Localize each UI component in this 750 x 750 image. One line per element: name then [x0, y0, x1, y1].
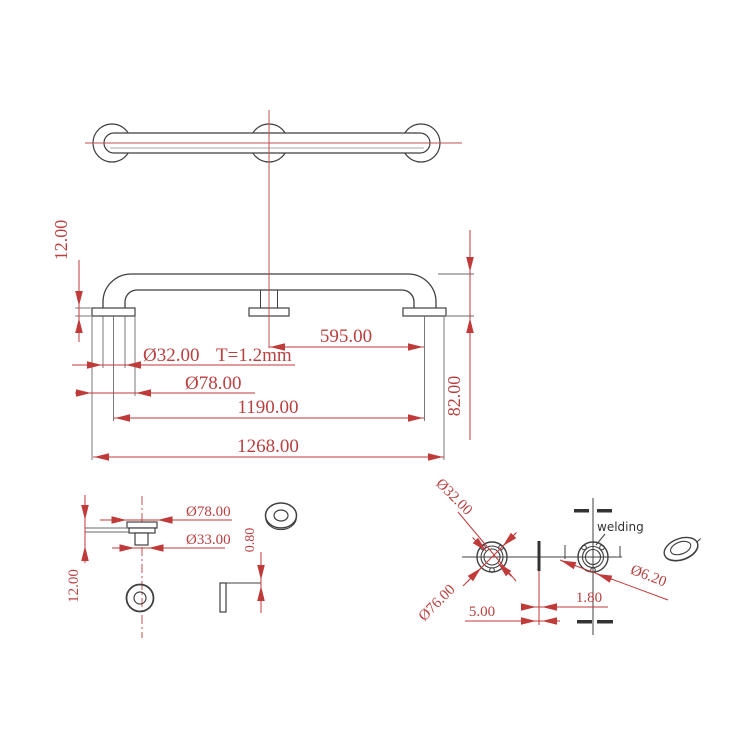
- dim-text-180: 1.80: [576, 590, 602, 606]
- cover-detail-view: 12.00 Ø78.00 Ø33.00: [66, 495, 298, 638]
- dim-text-o78: Ø78.00: [185, 373, 241, 394]
- dim-collar-diameter: Ø33.00: [112, 532, 231, 552]
- washer-inner-circle: [133, 591, 147, 605]
- dim-sheet-thickness: 0.80: [243, 528, 265, 613]
- dim-center-spacing: 595.00: [269, 326, 424, 351]
- section-marker: [574, 509, 589, 513]
- section-marker: [577, 620, 592, 624]
- dim-cover-height: 12.00: [66, 495, 89, 603]
- dim-text-500: 5.00: [469, 604, 495, 620]
- dim-text-080: 0.80: [243, 528, 258, 553]
- dim-text-base-o32: Ø32.00: [432, 476, 475, 519]
- dim-cover-diameter: Ø78.00: [100, 504, 232, 524]
- sheet-side-view: [219, 582, 227, 613]
- section-marker: [597, 620, 613, 624]
- dim-tube-diameter: Ø32.00 T=1.2mm: [72, 345, 295, 369]
- right-flange-plate: [402, 307, 447, 317]
- cover-lip: [128, 527, 156, 534]
- cover-cap: [126, 521, 158, 529]
- dim-overall-length: 1268.00: [93, 436, 444, 461]
- flange-3d-sketch: [663, 536, 701, 562]
- dim-flange-diameter: Ø78.00: [75, 373, 255, 397]
- top-view: [85, 123, 462, 163]
- dim-flange-plate-thickness: 12.00: [51, 220, 83, 342]
- dim-text-595: 595.00: [320, 326, 372, 347]
- left-flange-plate: [91, 307, 136, 317]
- dim-text-12: 12.00: [51, 220, 71, 261]
- dim-text-cover-12: 12.00: [66, 569, 82, 603]
- dim-offset: 5.00: [465, 604, 560, 625]
- dim-text-cover-o78: Ø78.00: [186, 504, 231, 520]
- cover-collar: [134, 532, 149, 546]
- dim-text-o32: Ø32.00: [143, 345, 199, 366]
- ring-view: [264, 502, 298, 531]
- section-marker: [597, 509, 612, 513]
- dim-mount-centers: 1190.00: [114, 397, 424, 422]
- dim-text-o76: Ø76.00: [416, 582, 459, 625]
- dim-plate-thickness: 1.80: [521, 590, 608, 611]
- dim-overall-height: 82.00: [444, 230, 474, 440]
- extension-lines: [75, 273, 474, 460]
- washer-outer-circle: [125, 583, 155, 613]
- dim-base-tube-diameter: Ø32.00: [432, 476, 517, 582]
- dim-text-1268: 1268.00: [237, 436, 299, 457]
- dim-text-o33: Ø33.00: [186, 532, 231, 548]
- dim-text-o620: Ø6.20: [628, 562, 668, 590]
- welding-leader-line: [595, 533, 606, 546]
- dim-text-1190: 1190.00: [237, 397, 298, 418]
- dim-text-wall: T=1.2mm: [216, 345, 292, 366]
- welding-label: welding: [597, 520, 644, 534]
- dim-text-82: 82.00: [444, 376, 464, 417]
- base-detail-view: Ø32.00 Ø76.00 welding Ø6.20: [416, 476, 701, 635]
- front-view: 12.00 595.00 Ø32.00 T=1.2mm Ø78.00: [51, 110, 474, 461]
- dim-base-plate-diameter: Ø76.00: [416, 532, 517, 625]
